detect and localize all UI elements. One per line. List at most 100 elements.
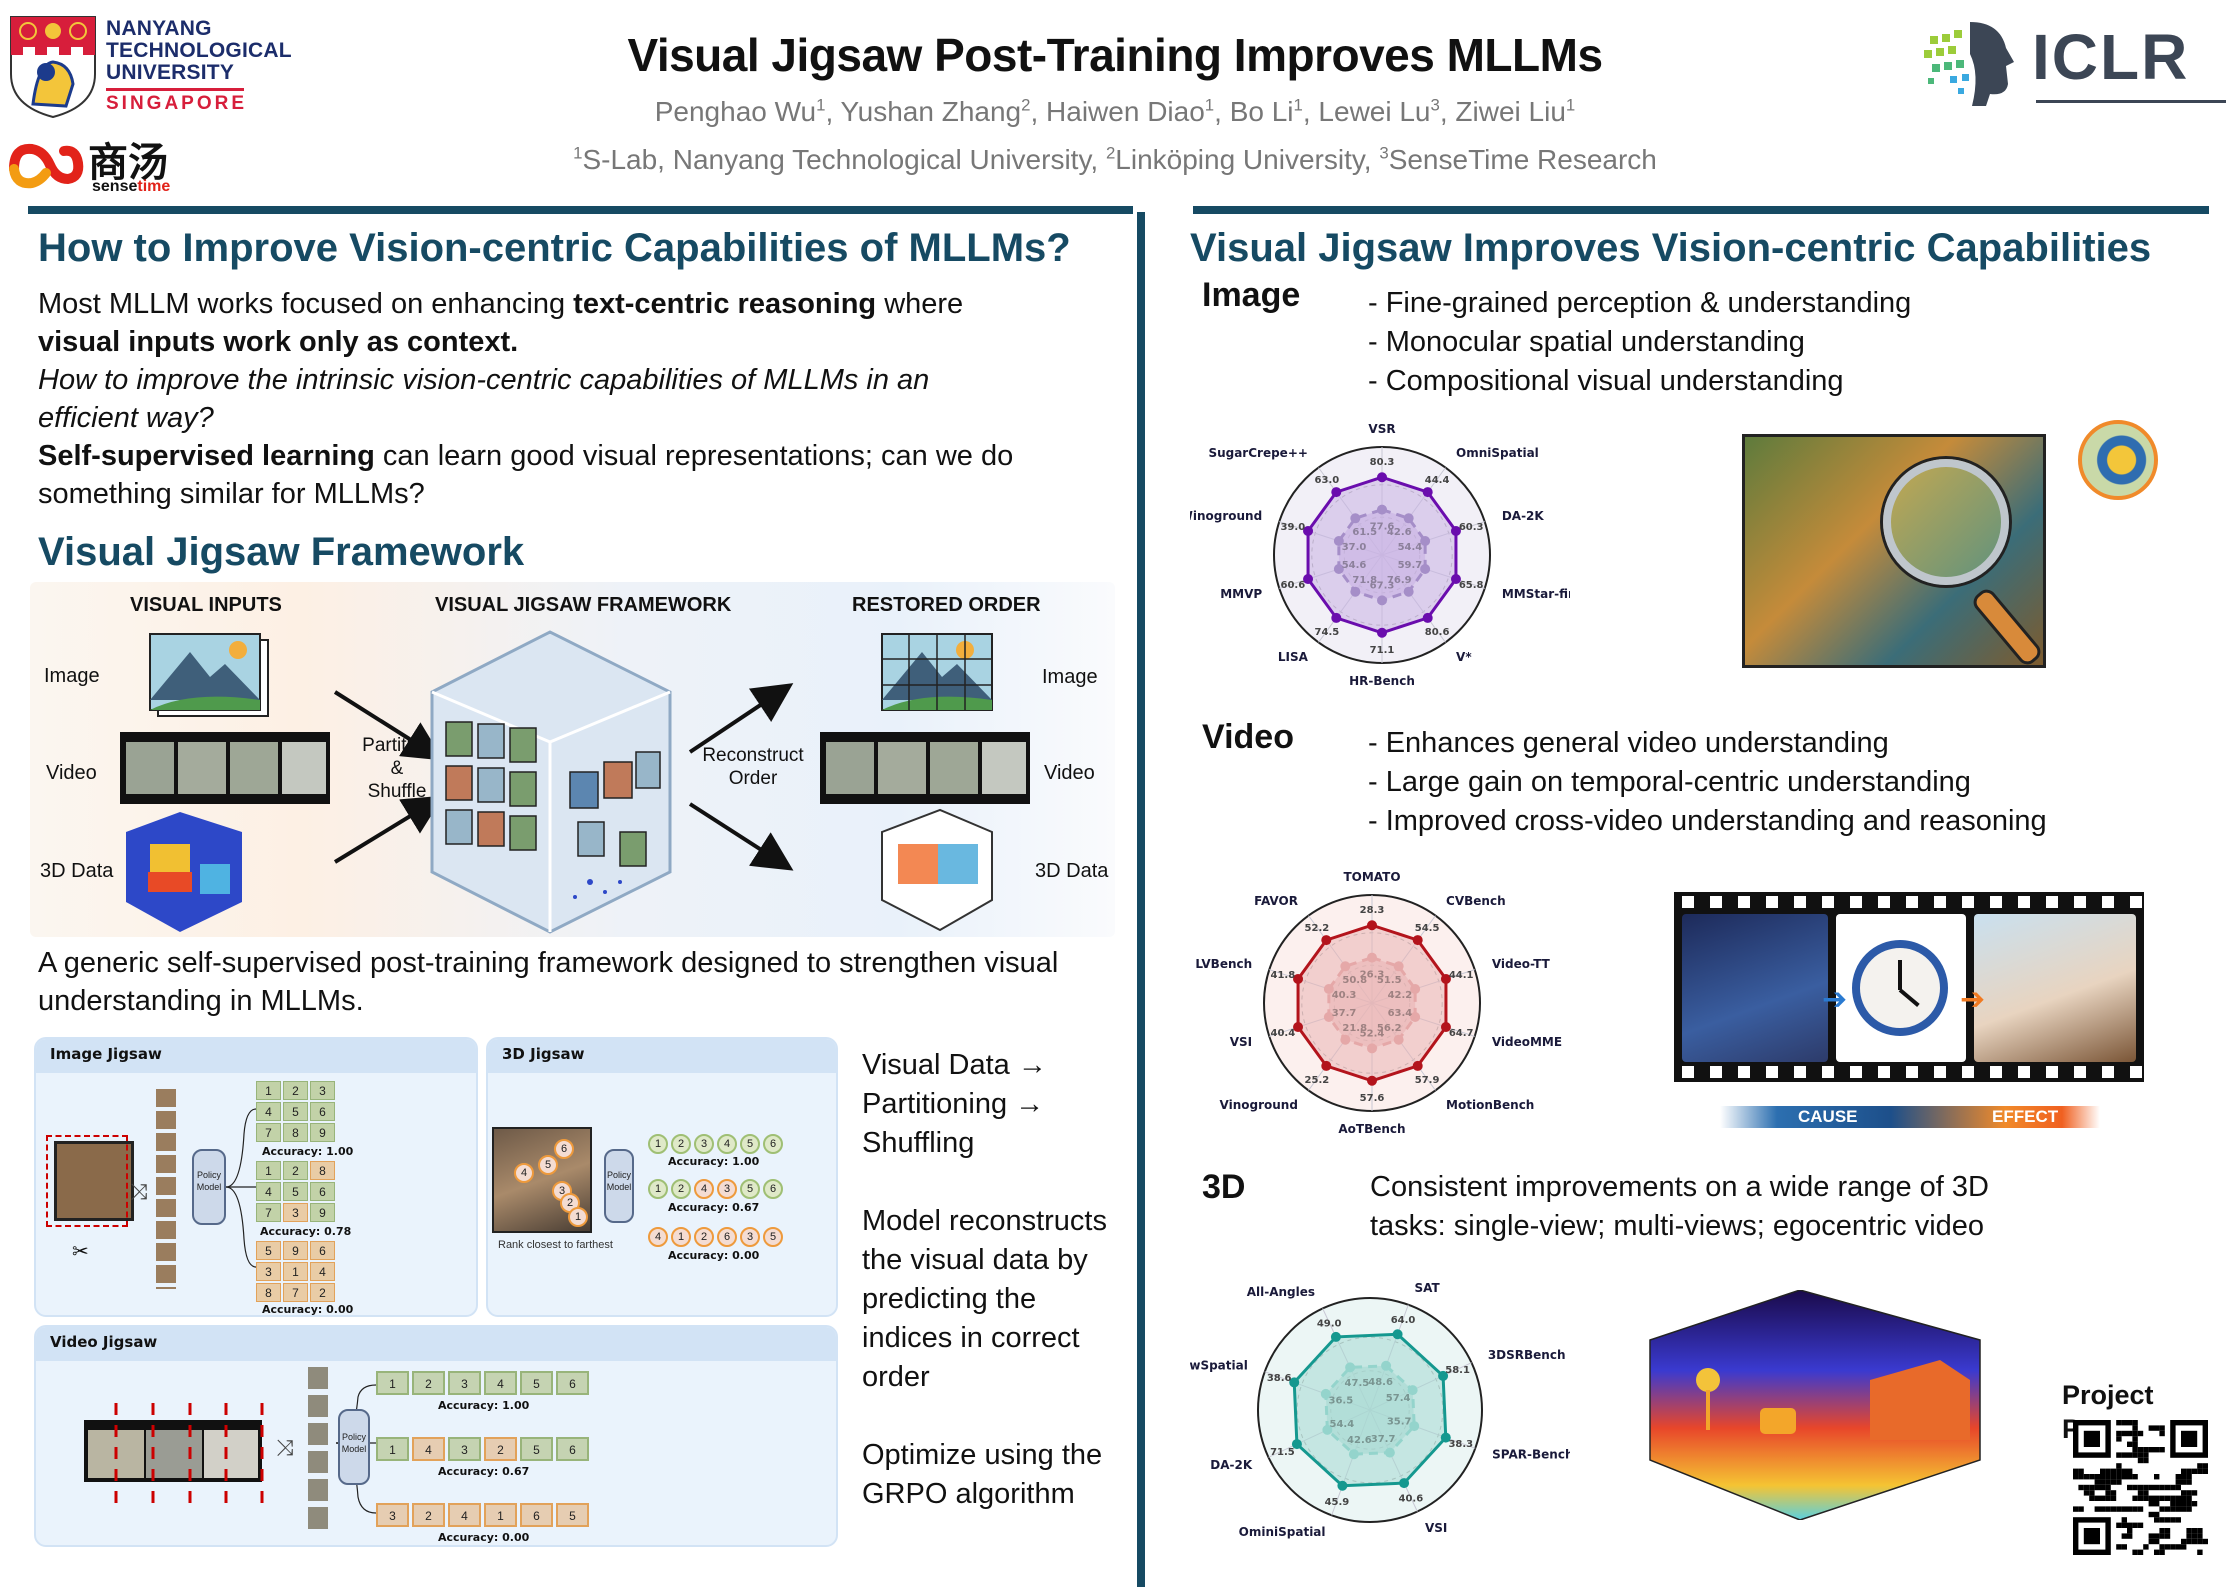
radar-point <box>1321 1060 1332 1071</box>
restored-filmstrip-icon <box>820 732 1030 804</box>
radar-axis-label: HR-Bench <box>1349 674 1415 688</box>
motivation-title: How to Improve Vision-centric Capabiliti… <box>38 226 1071 270</box>
motivation-text: Most MLLM works focused on enhancing tex… <box>38 285 1028 513</box>
prediction-index: 7 <box>256 1203 281 1222</box>
depth-cube-icon <box>1649 1289 1981 1521</box>
sensetime-cn-name: 商汤 <box>88 141 168 185</box>
author: Penghao Wu1 <box>654 96 826 128</box>
motivation-ssl: Self-supervised learning can learn good … <box>38 440 1014 510</box>
prediction-index: 4 <box>310 1262 335 1281</box>
video-filmstrip-icon <box>120 732 330 804</box>
prediction-index: 4 <box>412 1437 445 1461</box>
radar-point <box>1399 1478 1410 1489</box>
3d-depth-icon <box>126 812 242 932</box>
cause-label: CAUSE <box>1798 1107 1858 1126</box>
film-perforations <box>1674 896 2144 908</box>
prediction-index: 8 <box>283 1123 308 1142</box>
accuracy-label: Accuracy: 0.67 <box>438 1465 530 1478</box>
prediction-index: 3 <box>283 1203 308 1222</box>
bullet: - Improved cross-video understanding and… <box>1368 805 2047 837</box>
radar-series-jigsaw <box>1296 923 1448 1083</box>
shuffled-frames <box>308 1367 328 1531</box>
qr-code-icon[interactable] <box>2073 1415 2208 1560</box>
motivation-paragraph: Most MLLM works focused on enhancing tex… <box>38 288 964 358</box>
radar-point <box>1303 574 1314 585</box>
prediction-index: 4 <box>648 1227 668 1247</box>
radar-axis-label: Video-TT <box>1492 957 1551 971</box>
framework-illustration <box>120 630 1030 934</box>
prediction-index: 3 <box>310 1081 335 1100</box>
motivation-question: How to improve the intrinsic vision-cent… <box>38 364 930 434</box>
row-label-video: Video <box>46 762 97 784</box>
radar-value-label: 25.2 <box>1305 1075 1330 1086</box>
radar-axis-label: SPAR-Bench <box>1492 1447 1570 1461</box>
prediction-index: 4 <box>448 1503 481 1527</box>
ntu-crest-icon <box>10 16 96 119</box>
prediction-index: 6 <box>310 1182 335 1201</box>
clock-frame <box>1836 914 1966 1062</box>
radar-series-jigsaw <box>1292 1332 1448 1488</box>
radar-point <box>1331 487 1342 498</box>
radar-axis-label: CVBench <box>1446 894 1506 908</box>
arrow-right-icon: ➔ <box>1960 983 1986 1016</box>
prediction-index: 4 <box>484 1371 517 1395</box>
fine-grained-illustration <box>1742 434 2046 669</box>
prediction-index: 8 <box>256 1283 281 1302</box>
3d-text: Consistent improvements on a wide range … <box>1370 1171 1989 1242</box>
prediction-index: 1 <box>256 1161 281 1180</box>
prediction-index: 1 <box>256 1081 281 1100</box>
grid-cut-lines <box>46 1135 128 1227</box>
radar-value-label: 39.0 <box>1280 522 1305 533</box>
radar-series-jigsaw <box>1306 475 1458 635</box>
prediction-index: 2 <box>412 1503 445 1527</box>
radar-axis-label: VSR <box>1368 422 1395 436</box>
author: Bo Li1 <box>1229 96 1303 128</box>
radar-axis-label: Vinoground <box>1220 1098 1298 1112</box>
image-label: Image <box>1202 276 1301 314</box>
radar-axis-label: VideoMME <box>1492 1035 1562 1049</box>
radar-value-label: 44.1 <box>1449 970 1474 981</box>
radar-value-label: 57.6 <box>1360 1093 1385 1104</box>
row-label-image-out: Image <box>1042 666 1098 688</box>
arrow-right-icon: ➔ <box>1822 983 1848 1016</box>
radar-value-label: 38.6 <box>1267 1373 1292 1384</box>
radar-value-label: 38.3 <box>1448 1439 1473 1450</box>
sensetime-en-b: time <box>137 178 171 195</box>
author: Haiwen Diao1 <box>1046 96 1215 128</box>
sensetime-en-a: sense <box>92 178 138 195</box>
depth-marker: 4 <box>514 1163 534 1183</box>
prediction-index: 5 <box>740 1179 760 1199</box>
radar-point <box>1293 1022 1304 1033</box>
radar-axis-label: V* <box>1456 650 1472 664</box>
prediction-index: 6 <box>556 1371 589 1395</box>
prediction-index: 5 <box>520 1437 553 1461</box>
accuracy-label: Accuracy: 1.00 <box>262 1145 354 1158</box>
note-pipeline: Visual Data → Partitioning → Shuffling <box>862 1049 1047 1159</box>
depth-marker: 1 <box>568 1207 588 1227</box>
prediction-index: 2 <box>283 1081 308 1100</box>
prediction-index: 9 <box>283 1241 308 1260</box>
prediction-index: 5 <box>740 1134 760 1154</box>
image-jigsaw-title: Image Jigsaw <box>36 1039 476 1073</box>
framework-title: Visual Jigsaw Framework <box>38 530 525 574</box>
radar-value-label: 60.6 <box>1280 580 1305 591</box>
radar-value-label: 49.0 <box>1317 1318 1342 1329</box>
prediction-index: 4 <box>694 1179 714 1199</box>
prediction-index: 6 <box>310 1241 335 1260</box>
prediction-index: 5 <box>256 1241 281 1260</box>
affiliation: 1S-Lab, Nanyang Technological University <box>573 144 1091 176</box>
room-3d-photo: 6 5 4 3 2 1 <box>492 1127 592 1233</box>
radar-axis-label: ViewSpatial <box>1190 1359 1248 1373</box>
radar-point <box>1367 920 1377 931</box>
prediction-index: 1 <box>484 1503 517 1527</box>
radar-axis-label: SAT <box>1414 1281 1440 1295</box>
restored-image-icon <box>881 633 993 711</box>
prediction-index: 3 <box>376 1503 409 1527</box>
video-radar-chart: 26.351.542.263.456.252.421.837.740.350.8… <box>1195 870 1562 1136</box>
prediction-index: 3 <box>256 1262 281 1281</box>
